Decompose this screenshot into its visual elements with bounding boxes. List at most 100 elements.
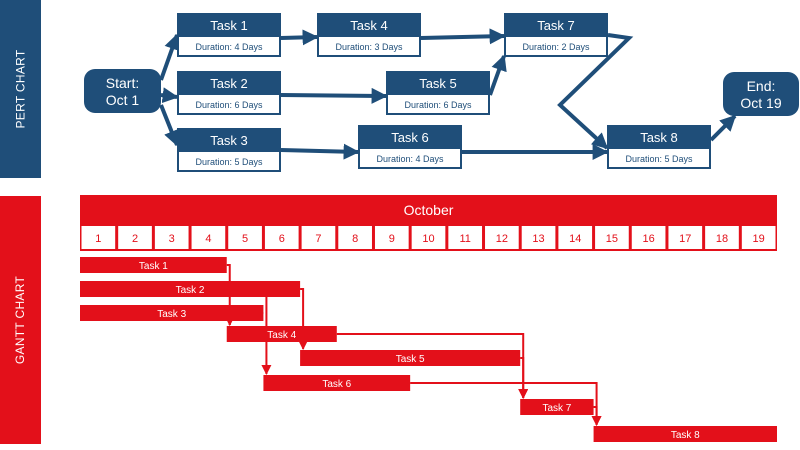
gantt-day-label: 8 xyxy=(352,233,358,245)
gantt-bar-label: Task 1 xyxy=(139,261,168,272)
pert-end-line2: Oct 19 xyxy=(740,95,781,111)
gantt-day-label: 3 xyxy=(169,233,175,245)
gantt-day-label: 18 xyxy=(716,233,728,245)
pert-node-t6: Task 6 Duration: 4 Days xyxy=(358,125,462,169)
gantt-day-label: 2 xyxy=(132,233,138,245)
gantt-day-cell xyxy=(374,226,409,249)
gantt-day-label: 10 xyxy=(422,233,434,245)
gantt-day-cell xyxy=(338,226,372,249)
gantt-day-cell xyxy=(485,226,519,249)
pert-task-duration: Duration: 5 Days xyxy=(625,154,693,164)
gantt-day-cell xyxy=(595,226,629,249)
pert-task-duration: Duration: 4 Days xyxy=(376,154,444,164)
pert-end-box xyxy=(723,72,799,116)
pert-node-t2: Task 2 Duration: 6 Days xyxy=(177,71,281,115)
gantt-month-bar xyxy=(80,195,777,224)
pert-task-name: Task 6 xyxy=(391,130,429,145)
pert-edge-start-t3 xyxy=(159,104,180,147)
pert-start-line1: Start: xyxy=(106,75,139,91)
gantt-day-cell xyxy=(631,226,666,249)
pert-start-node: Start:Oct 1 xyxy=(84,69,161,113)
pert-task-name: Task 1 xyxy=(210,18,248,33)
pert-edge-t3-t6 xyxy=(280,143,360,160)
gantt-chart-side-label: GANTT CHART xyxy=(0,196,41,444)
pert-start-line2: Oct 1 xyxy=(106,92,140,108)
pert-edge-t2-t5 xyxy=(280,87,388,104)
gantt-bar-rect xyxy=(80,281,301,297)
gantt-day-label: 9 xyxy=(389,233,395,245)
pert-task-duration: Duration: 6 Days xyxy=(195,100,263,110)
gantt-day-cell xyxy=(558,226,593,249)
gantt-day-cell xyxy=(521,226,556,249)
gantt-day-cell xyxy=(191,226,226,249)
pert-node-duration-box xyxy=(319,37,419,55)
gantt-day-cell xyxy=(81,226,116,249)
gantt-bar-rect xyxy=(300,350,521,366)
pert-node-duration-box xyxy=(179,37,279,55)
pert-edge-start-t2 xyxy=(160,87,179,104)
gantt-bar-label: Task 3 xyxy=(157,309,186,320)
pert-node-duration-box xyxy=(179,95,279,113)
gantt-day-label: 5 xyxy=(242,233,248,245)
pert-task-name: Task 5 xyxy=(419,76,457,91)
gantt-bar-8: Task 8 xyxy=(593,426,777,442)
gantt-bars: Task 1 Task 2 Task 3 Task 4 Task 5 Task 6 Task… xyxy=(80,257,777,442)
gantt-bar-4: Task 4 xyxy=(226,326,337,342)
gantt-day-label: 6 xyxy=(279,233,285,245)
gantt-day-label: 12 xyxy=(496,233,508,245)
gantt-bar-label: Task 2 xyxy=(176,285,205,296)
gantt-day-label: 15 xyxy=(606,233,618,245)
gantt-bar-rect xyxy=(80,257,227,273)
pert-task-name: Task 2 xyxy=(210,76,248,91)
pert-node-t1: Task 1 Duration: 4 Days xyxy=(177,13,281,57)
gantt-bar-label: Task 8 xyxy=(671,430,700,441)
gantt-day-cell xyxy=(411,226,446,249)
gantt-day-cell xyxy=(228,226,262,249)
gantt-day-label: 17 xyxy=(679,233,691,245)
pert-edge-t8-end xyxy=(709,114,737,142)
gantt-bar-rect xyxy=(226,326,337,342)
pert-node-duration-box xyxy=(388,95,488,113)
gantt-day-cell xyxy=(705,226,739,249)
gantt-day-label: 4 xyxy=(205,233,211,245)
gantt-bar-1: Task 1 xyxy=(80,257,227,273)
gantt-day-label: 14 xyxy=(569,233,581,245)
gantt-bar-3: Task 3 xyxy=(80,305,264,321)
pert-task-duration: Duration: 5 Days xyxy=(195,157,263,167)
gantt-day-label: 13 xyxy=(532,233,544,245)
pert-edge-t1-t4 xyxy=(280,29,319,46)
gantt-day-label: 11 xyxy=(459,233,470,245)
gantt-month-label: October xyxy=(404,202,454,218)
pert-end-line1: End: xyxy=(747,78,776,94)
pert-edge-t4-t7 xyxy=(420,28,506,45)
gantt-bar-6: Task 6 xyxy=(263,375,411,391)
pert-task-name: Task 7 xyxy=(537,18,575,33)
gantt-bar-rect xyxy=(593,426,777,442)
pert-edge-t5-t7 xyxy=(488,54,507,96)
gantt-bar-label: Task 5 xyxy=(396,354,425,365)
gantt-day-label: 7 xyxy=(315,233,321,245)
pert-node-duration-box xyxy=(609,149,709,167)
gantt-bar-5: Task 5 xyxy=(300,350,521,366)
pert-task-name: Task 3 xyxy=(210,133,248,148)
pert-node-t5: Task 5 Duration: 6 Days xyxy=(386,71,490,115)
gantt-day-cell xyxy=(264,226,299,249)
gantt-day-cell xyxy=(301,226,336,249)
pert-node-t3: Task 3 Duration: 5 Days xyxy=(177,128,281,172)
gantt-day-label: 1 xyxy=(95,233,101,245)
pert-edge-t7-t8 xyxy=(557,33,634,150)
pert-task-duration: Duration: 4 Days xyxy=(195,42,263,52)
gantt-day-cell xyxy=(448,226,483,249)
pert-task-duration: Duration: 6 Days xyxy=(404,100,472,110)
gantt-day-label: 19 xyxy=(753,233,765,245)
gantt-day-cell xyxy=(154,226,189,249)
pert-chart-side-label: PERT CHART xyxy=(0,0,41,178)
pert-task-duration: Duration: 3 Days xyxy=(335,42,403,52)
pert-start-box xyxy=(84,69,161,113)
gantt-day-cell xyxy=(741,226,776,249)
pert-edges xyxy=(159,28,737,160)
